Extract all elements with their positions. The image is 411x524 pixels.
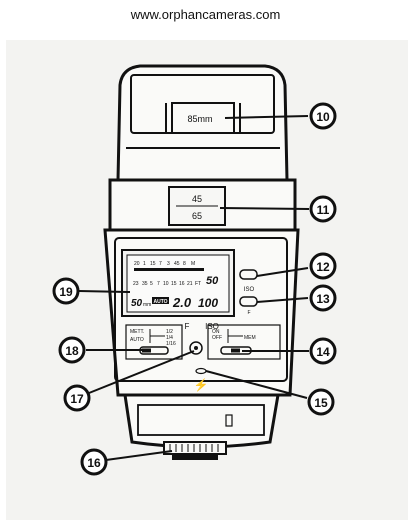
callout-12: 12: [309, 252, 337, 280]
svg-text:13: 13: [316, 292, 330, 306]
flash-symbol: ⚡: [194, 378, 209, 392]
lcd-readout-left-unit: mm: [143, 302, 151, 308]
lcd-mode-badge-bg: [152, 297, 169, 304]
lcd-scale-top-1: 1: [143, 261, 146, 267]
lcd-scale-top-7: M: [191, 261, 195, 267]
lcd-readout-right-top: 50: [206, 275, 219, 287]
lcd-distance-bar: [134, 268, 204, 271]
lcd-scale-bottom-3: 7: [157, 281, 160, 287]
lcd-scale-top-5: 45: [174, 261, 180, 267]
callout-11: 11: [309, 195, 337, 223]
lcd-scale-bottom-4: 10: [163, 281, 169, 287]
callout-16: 16: [80, 448, 108, 476]
zoom-position-45: 45: [192, 194, 202, 204]
control-panel: [114, 237, 288, 382]
lcd-scale-bottom-1: 35: [142, 281, 148, 287]
power-option-mem: MEM: [244, 335, 256, 341]
lcd-scale-bottom-2: 5: [150, 281, 153, 287]
svg-text:19: 19: [59, 285, 73, 299]
zoom-position-65: 65: [192, 211, 202, 221]
source-url: www.orphancameras.com: [130, 7, 281, 22]
svg-text:16: 16: [87, 456, 101, 470]
mode-option-half: 1/2: [166, 329, 173, 335]
lcd-scale-bottom-7: 21: [187, 281, 193, 287]
power-option-on: ON: [212, 329, 220, 335]
lcd-scale-bottom-6: 16: [179, 281, 185, 287]
lcd-readout-left: 50: [131, 298, 143, 309]
lcd-scale-top-6: 8: [183, 261, 186, 267]
callout-17: 17: [63, 384, 91, 412]
svg-text:15: 15: [314, 396, 328, 410]
battery-door: [137, 404, 265, 436]
lcd-scale-top-4: 3: [167, 261, 170, 267]
lcd-label-f: F: [185, 322, 190, 331]
svg-text:12: 12: [316, 260, 330, 274]
lcd-scale-bottom-5: 15: [171, 281, 177, 287]
svg-text:11: 11: [317, 203, 330, 217]
leader-lines: [78, 115, 310, 461]
lcd-screen: [126, 254, 230, 313]
svg-text:17: 17: [70, 392, 84, 406]
f-button-label: F: [247, 310, 250, 316]
lcd-scale-top-3: 7: [159, 261, 162, 267]
lens-focal-label: 85mm: [187, 114, 212, 124]
lcd-label-iso: ISO: [205, 322, 219, 331]
callout-13: 13: [309, 284, 337, 312]
svg-text:10: 10: [316, 110, 330, 124]
lcd-mode-badge: AUTO: [154, 299, 168, 305]
svg-text:18: 18: [65, 344, 79, 358]
ready-lamp: [195, 367, 207, 375]
lcd-scale-top-0: 20: [134, 261, 140, 267]
power-option-off: OFF: [212, 335, 222, 341]
mode-option-quarter: 1/4: [166, 335, 173, 341]
mode-option-sixteenth: 1/16: [166, 341, 176, 347]
lcd-readout-aperture: 2.0: [172, 295, 192, 310]
callout-18: 18: [58, 336, 86, 364]
mounting-foot: [163, 441, 227, 460]
callout-14: 14: [309, 337, 337, 365]
callout-19: 19: [52, 277, 80, 305]
iso-button[interactable]: ISO: [239, 269, 258, 293]
mode-option-auto: AUTO: [130, 337, 144, 343]
lcd-readout-iso: 100: [198, 296, 218, 310]
lcd-scale-bottom-8: FT: [195, 281, 201, 287]
zoom-window: 45 65: [168, 186, 226, 226]
lcd-scale-top-2: 15: [150, 261, 156, 267]
power-switch[interactable]: ON OFF MEM: [207, 324, 281, 360]
lcd-scale-bottom-0: 23: [133, 281, 139, 287]
svg-text:14: 14: [316, 345, 330, 359]
lcd-contents: 20 1 15 7 3 45 8 M 23 35 5 7 10 15 16 21…: [131, 261, 219, 310]
mode-switch[interactable]: METT. AUTO 1/2 1/4 1/16: [125, 324, 183, 360]
callout-15: 15: [307, 388, 335, 416]
callout-10: 10: [309, 102, 337, 130]
iso-button-label: ISO: [244, 287, 255, 293]
mode-option-mett: METT.: [130, 329, 144, 335]
